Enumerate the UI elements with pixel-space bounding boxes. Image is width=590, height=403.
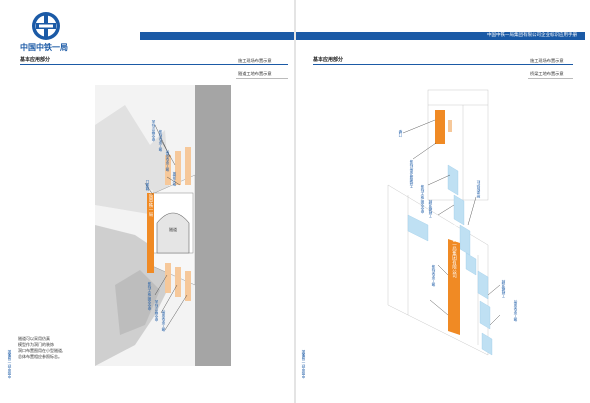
left-callout-2: 施工安全宣传 <box>165 150 169 172</box>
left-caption-top: 施工现场布置示意 <box>238 58 272 63</box>
left-caption-sub: 隧道工地布置示意 <box>238 71 272 76</box>
left-callout-3: 施工进度 <box>172 172 176 187</box>
right-callout-0: 门楼 <box>398 130 402 138</box>
left-side-text: 中国中铁一局集团 <box>7 350 11 379</box>
bridge-illustration: 中国中铁一局集团有限公司 <box>368 85 504 366</box>
left-vertical-banner: 中国中铁一局 <box>148 188 153 218</box>
left-callout-7: 安全警示标志 <box>154 300 158 322</box>
company-logo <box>20 10 90 52</box>
left-callout-1: 施工安全标语 <box>158 130 162 152</box>
right-section-title: 基本应用部分 <box>313 57 344 63</box>
company-name: 中国中铁一局 <box>20 43 68 52</box>
tunnel-illustration: 隧道 中国中铁一局 <box>95 85 231 366</box>
right-vertical-banner: 中国中铁一局集团有限公司 <box>452 223 457 279</box>
left-callout-6: 安全文明施工标语 <box>147 282 151 311</box>
right-callout-7: 施工安全标语 <box>431 265 435 287</box>
crec-logo-icon <box>32 12 60 40</box>
right-callout-6: 桥梁防护栏 <box>476 180 480 198</box>
right-caption-sub: 桥梁工地布置示意 <box>530 71 564 76</box>
right-callout-3: 工程概况牌 <box>428 200 432 218</box>
left-callout-8: 施工安全宣传 <box>161 310 165 332</box>
right-rule-2 <box>528 78 573 79</box>
manual-title: 中国中铁一局集团有限公司企业标识应用手册 <box>487 33 577 38</box>
right-callout-1: 工地围墙宣传标语 <box>409 160 413 189</box>
left-notes: 隧道可以采用仿真 模型作为洞门的装饰 洞口布置图用在小型隧道, 总体布置相应参照… <box>18 336 64 359</box>
left-rule-2 <box>236 78 288 79</box>
portal-label: 隧道 <box>169 226 177 232</box>
left-section-title: 基本应用部分 <box>20 57 51 63</box>
right-callout-8: 工程概况牌 <box>501 280 505 298</box>
right-side-text-visible: 中国中铁一局集团 <box>301 350 305 379</box>
page-fold <box>294 0 296 403</box>
header-bar: 中国中铁一局集团有限公司企业标识应用手册 <box>140 32 585 40</box>
right-callout-2: 安全文明施工标语 <box>420 185 424 214</box>
left-callout-5: 隧道口 <box>145 180 149 191</box>
left-rule <box>20 64 288 65</box>
left-callout-0: 安全警示标志 <box>151 120 155 142</box>
right-caption-top: 施工现场布置示意 <box>530 58 564 63</box>
right-rule <box>313 64 573 65</box>
right-callout-9: 施工安全宣传 <box>513 300 517 322</box>
